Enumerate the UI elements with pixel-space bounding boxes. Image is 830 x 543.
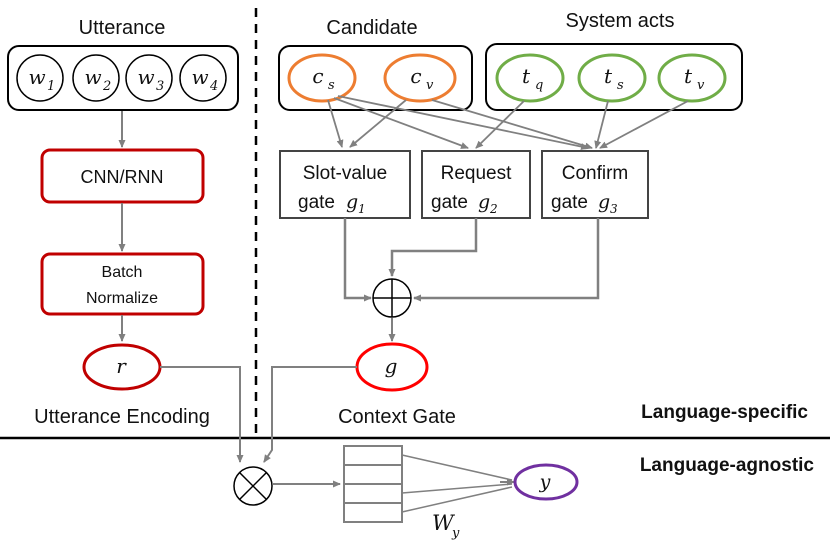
word-base: w [191, 65, 208, 89]
word-base: w [137, 65, 154, 89]
output-y-label: y [539, 471, 551, 493]
gate-to-sum-arrows [343, 218, 600, 302]
act-tv: t v [657, 53, 727, 103]
gate-line1: Slot-value [303, 163, 388, 184]
utterance-encoding-label: Utterance Encoding [34, 406, 210, 428]
system-acts-header: System acts [566, 10, 675, 32]
word-sub: 4 [209, 79, 218, 94]
slot-value-gate: Slot-value gate g 1 [279, 150, 411, 219]
weight-sub: y [451, 526, 460, 541]
act-ts: t s [577, 53, 647, 103]
word-sub: 3 [156, 79, 164, 94]
gate-line2: gate [551, 192, 588, 213]
utterance-box [7, 45, 239, 111]
act-sub: q [535, 78, 543, 93]
gate-base: g [478, 191, 490, 213]
gate-line1: Request [441, 163, 512, 184]
candidate-base: c [312, 64, 323, 88]
gate-sub: 1 [358, 202, 366, 216]
arrow-g-to-multiply [263, 366, 357, 463]
output-projection-lines [401, 454, 513, 513]
act-base: t [684, 64, 693, 88]
act-tq: t q [495, 53, 565, 103]
gate-sub: 2 [489, 202, 498, 216]
candidate-sub: s [328, 78, 335, 93]
request-gate: Request gate g 2 [421, 150, 531, 219]
word-sub: 2 [102, 79, 111, 94]
output-y-node [513, 463, 579, 501]
word-base: w [84, 65, 101, 89]
gate-line2: gate [298, 192, 335, 213]
multiply-node [233, 466, 273, 506]
candidate-cs: c s [287, 53, 357, 103]
gate-line1: Confirm [562, 163, 629, 184]
gate-base: g [346, 191, 358, 213]
act-base: t [604, 64, 613, 88]
language-agnostic-label: Language-agnostic [640, 455, 815, 476]
sum-node [372, 278, 412, 318]
weight-base: W [432, 511, 456, 535]
candidate-header: Candidate [326, 17, 417, 39]
candidate-cv: c v [383, 53, 457, 103]
gate-sub: 3 [610, 202, 618, 216]
candidate-sub: v [426, 78, 434, 93]
word-sub: 1 [47, 79, 55, 94]
utterance-header: Utterance [79, 17, 166, 39]
word-w3: w 3 [125, 54, 173, 102]
cnn-rnn-box [40, 148, 205, 204]
language-specific-label: Language-specific [641, 402, 808, 423]
feature-vector [343, 445, 403, 523]
batch-label: Batch [102, 264, 143, 281]
act-sub: v [697, 78, 705, 93]
act-base: t [522, 64, 531, 88]
normalize-label: Normalize [86, 290, 158, 307]
cnn-rnn-label: CNN/RNN [81, 167, 164, 187]
word-w1: w 1 [16, 54, 64, 102]
context-g-label: g [385, 354, 398, 378]
arrow-r-to-multiply [160, 366, 244, 463]
batch-normalize-box [40, 252, 205, 316]
confirm-gate: Confirm gate g 3 [541, 150, 649, 219]
word-w2: w 2 [72, 54, 120, 102]
candidate-base: c [410, 64, 421, 88]
gate-line2: gate [431, 192, 468, 213]
context-gate-label: Context Gate [338, 406, 456, 428]
gate-base: g [598, 191, 610, 213]
r-label: r [116, 354, 127, 378]
word-w4: w 4 [179, 54, 227, 102]
gate-input-arrows [327, 95, 689, 151]
word-base: w [28, 65, 45, 89]
weight-label: W y [432, 511, 460, 541]
act-sub: s [617, 78, 624, 93]
